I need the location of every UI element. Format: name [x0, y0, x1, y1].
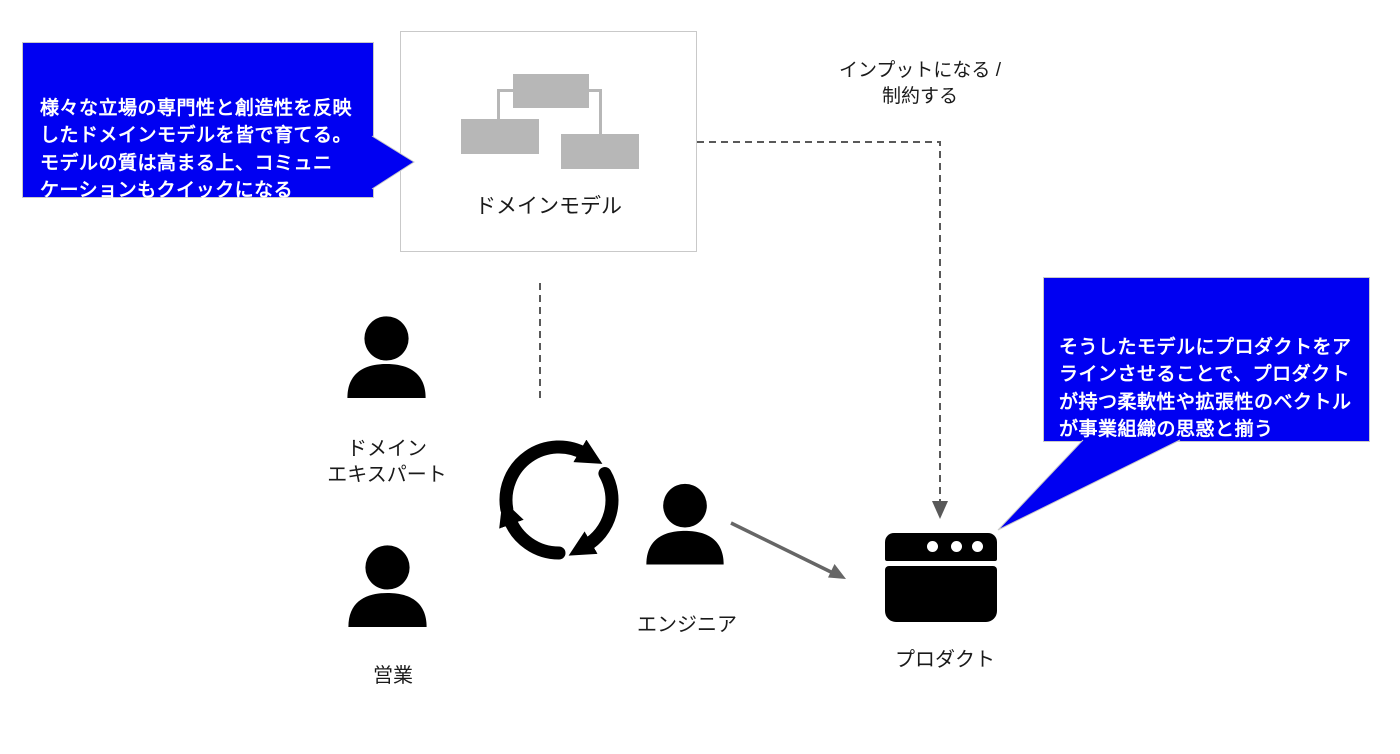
callout-right-text: そうしたモデルにプロダクトをア ラインさせることで、プロダクト が持つ柔軟性や拡… [1059, 336, 1352, 441]
callout-left-text: 様々な立場の専門性と創造性を反映 したドメインモデルを皆で育てる。 モデルの質は… [40, 97, 353, 202]
hierarchy-box-top [513, 74, 589, 108]
domain-model-box: ドメインモデル [400, 31, 697, 252]
hierarchy-connector [497, 89, 514, 92]
hierarchy-connector [599, 89, 602, 135]
window-dot-icon [972, 541, 983, 552]
app-window-titlebar [885, 533, 997, 561]
hierarchy-connector [497, 89, 500, 120]
dashed-connector-arrowhead-icon [932, 501, 948, 519]
window-dot-icon [927, 541, 938, 552]
person-icon [646, 483, 724, 565]
cycle-arrows-icon [499, 439, 619, 560]
window-dot-icon [951, 541, 962, 552]
arrow-engineer-arrowhead-icon [828, 564, 846, 579]
product-label: プロダクト [895, 649, 995, 671]
hierarchy-box-left [461, 119, 539, 154]
person-icon [347, 316, 426, 398]
arrow-engineer-to-product [730, 521, 834, 575]
domain-model-label: ドメインモデル [475, 195, 622, 218]
app-window-body [885, 566, 997, 622]
callout-right-bubble: そうしたモデルにプロダクトをア ラインさせることで、プロダクト が持つ柔軟性や拡… [1043, 277, 1370, 442]
callout-left-tail [371, 135, 415, 190]
sales-label: 営業 [373, 665, 413, 687]
domain-expert-label: ドメイン エキスパート [327, 438, 447, 486]
engineer-label: エンジニア [637, 614, 737, 636]
callout-right-tail [997, 439, 1181, 531]
hierarchy-box-right [561, 134, 639, 169]
edge-label-input-constraint: インプットになる / 制約する [839, 60, 1001, 107]
dashed-connector-model-to-product [697, 141, 941, 502]
callout-left-bubble: 様々な立場の専門性と創造性を反映 したドメインモデルを皆で育てる。 モデルの質は… [22, 42, 374, 201]
app-window-icon [885, 533, 997, 623]
person-icon [348, 545, 427, 627]
hierarchy-connector [589, 89, 602, 92]
